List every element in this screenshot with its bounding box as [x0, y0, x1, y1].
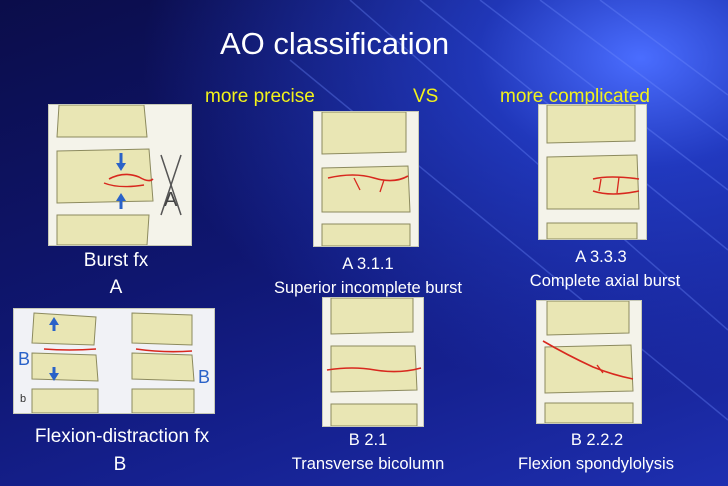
burst-arrow-letter: A [164, 189, 178, 211]
a333-code: A 3.3.3 [575, 248, 627, 266]
b21-name: Transverse bicolumn [291, 455, 445, 473]
flexion-letter-left: B [18, 349, 31, 369]
label-vs: VS [413, 86, 439, 107]
b21-diagram [322, 297, 424, 427]
a311-code: A 3.1.1 [342, 255, 394, 273]
burst-fx-letter: A [109, 277, 123, 298]
b222-code: B 2.2.2 [570, 431, 624, 449]
flexion-distraction-letter: B [113, 454, 127, 475]
flexion-letter-right: B [198, 367, 211, 387]
burst-fracture-diagram: A [48, 104, 192, 246]
b21-code: B 2.1 [348, 431, 388, 449]
a311-diagram [313, 111, 419, 247]
b222-diagram [536, 300, 642, 424]
flexion-sub-label: b [20, 393, 27, 405]
a333-diagram [538, 104, 647, 240]
a333-name: Complete axial burst [529, 272, 681, 290]
flexion-distraction-diagram: B B b [13, 308, 215, 414]
label-more-precise: more precise [205, 86, 315, 107]
a311-name: Superior incomplete burst [273, 279, 462, 297]
label-more-complicated: more complicated [500, 86, 650, 107]
flexion-distraction-label: Flexion-distraction fx [34, 426, 210, 447]
burst-fx-label: Burst fx [83, 250, 149, 271]
b222-name: Flexion spondylolysis [518, 455, 674, 473]
slide-title: AO classification [220, 26, 450, 61]
